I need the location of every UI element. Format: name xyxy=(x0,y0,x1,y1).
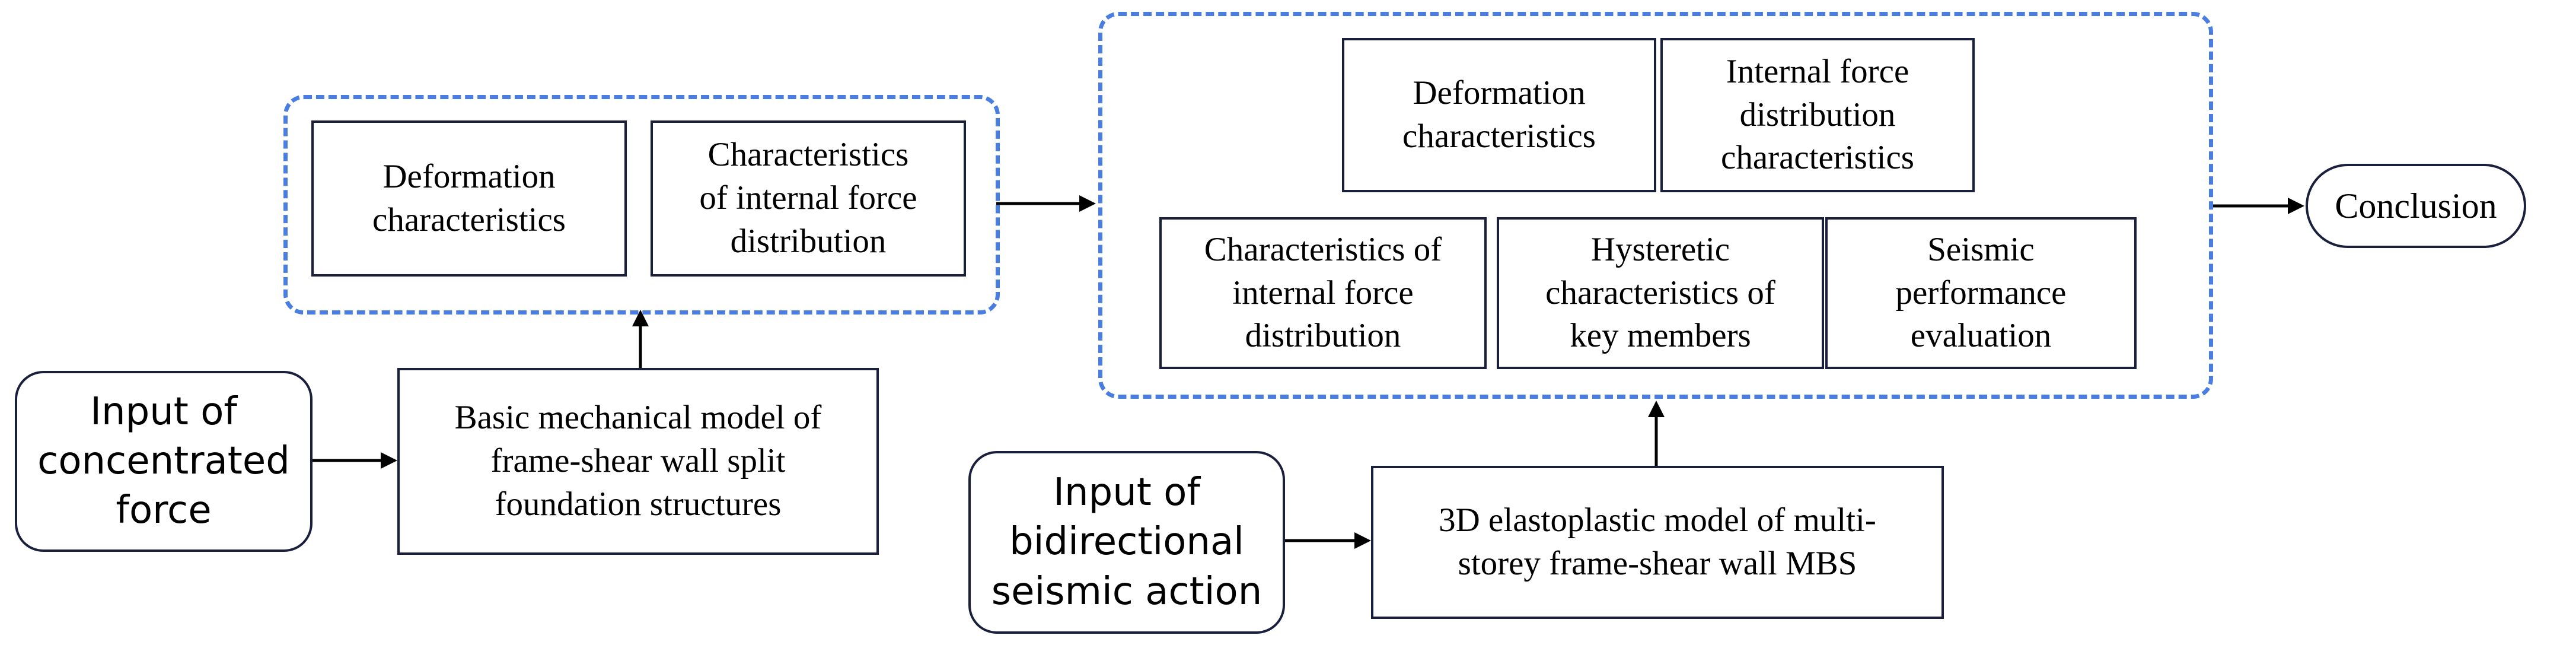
arrowhead-left-group-to-right-group xyxy=(1079,195,1096,212)
right-deformation-box: Deformation characteristics xyxy=(1342,38,1656,192)
right-analysis-group xyxy=(1098,12,2213,399)
arrowhead-input-to-basic-model xyxy=(381,452,397,469)
seismic-performance-box: Seismic performance evaluation xyxy=(1825,217,2137,369)
hysteretic-characteristics-box: Hysteretic characteristics of key member… xyxy=(1497,217,1824,369)
basic-mechanical-model-box: Basic mechanical model of frame-shear wa… xyxy=(397,368,879,555)
left-analysis-group xyxy=(283,95,1000,315)
right-internal-force-distribution-box: Internal force distribution characterist… xyxy=(1660,38,1975,192)
elastoplastic-3d-model-box: 3D elastoplastic model of multi- storey … xyxy=(1371,466,1944,619)
arrowhead-seismic-input-to-3d-model xyxy=(1354,532,1371,549)
left-internal-force-box: Characteristics of internal force distri… xyxy=(651,120,966,277)
arrowhead-3d-model-to-right-group xyxy=(1648,401,1665,417)
arrowhead-basic-model-to-left-group xyxy=(632,310,649,326)
left-deformation-box: Deformation characteristics xyxy=(311,120,627,277)
input-bidirectional-seismic-action: Input of bidirectional seismic action xyxy=(968,451,1285,634)
input-concentrated-force: Input of concentrated force xyxy=(15,371,313,552)
right-characteristics-internal-force-box: Characteristics of internal force distri… xyxy=(1159,217,1487,369)
arrowhead-right-group-to-conclusion xyxy=(2288,198,2304,214)
conclusion-terminal: Conclusion xyxy=(2306,164,2526,248)
